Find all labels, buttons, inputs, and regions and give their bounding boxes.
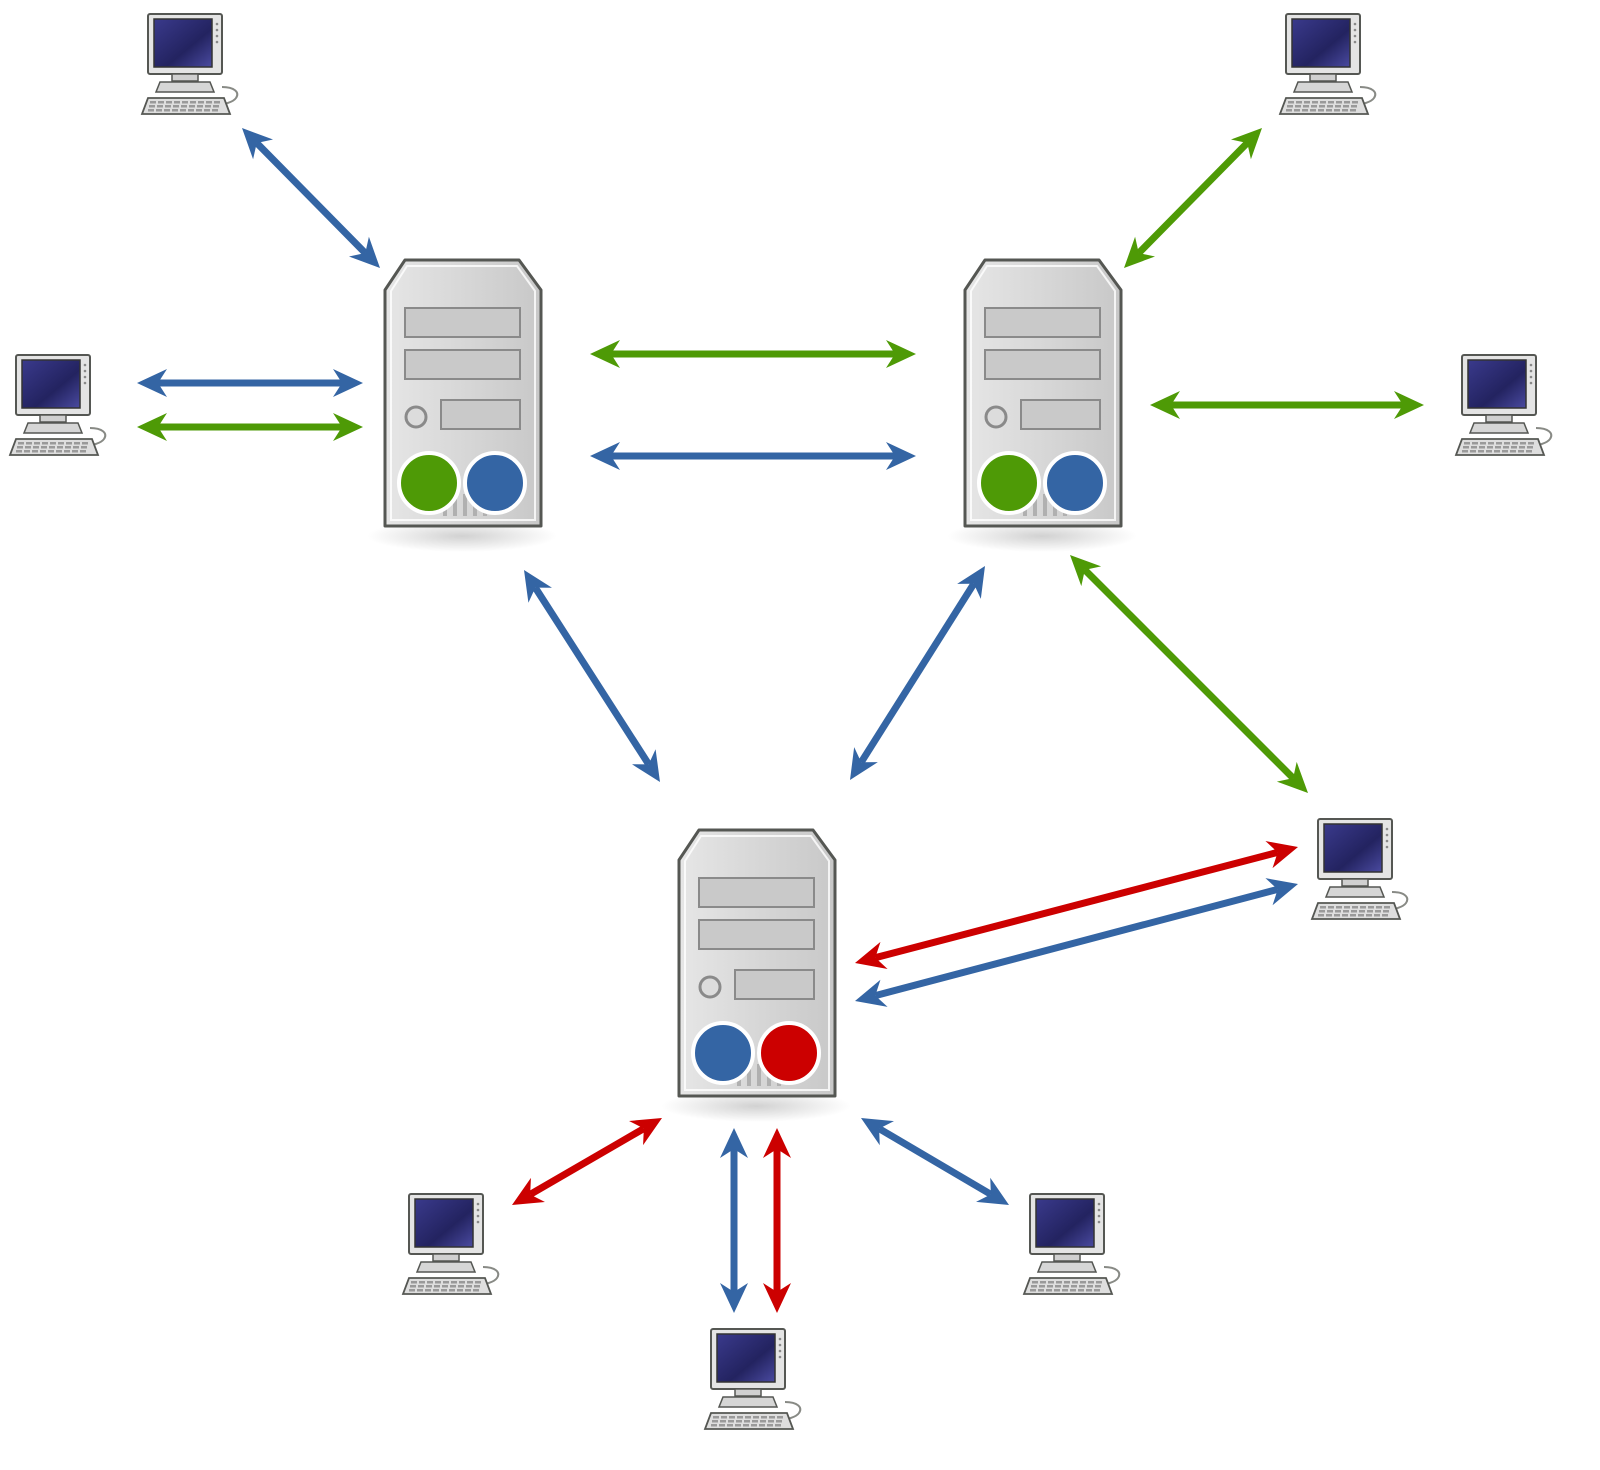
arrow-c2-server-a-blue — [137, 369, 363, 397]
server-bottom-blue-channel-indicator — [691, 1021, 755, 1085]
arrow-c1-server-a-blue — [242, 128, 380, 268]
server-right — [947, 258, 1137, 552]
server-bottom — [661, 828, 851, 1122]
client-top-right — [1278, 13, 1377, 115]
arrow-server-c-c7-blue — [720, 1128, 748, 1313]
arrow-server-b-c5-green — [1070, 555, 1308, 793]
nodes-layer — [8, 13, 1553, 1430]
links-layer — [137, 128, 1424, 1313]
client-mid-right — [1310, 818, 1409, 920]
server-left — [367, 258, 557, 552]
client-bottom-center — [703, 1328, 802, 1430]
server-bottom-red-channel-indicator — [757, 1021, 821, 1085]
arrow-server-b-c4-green — [1150, 391, 1424, 419]
client-bottom-left — [401, 1193, 500, 1295]
client-right — [1454, 354, 1553, 456]
arrow-server-a-server-c-blue — [524, 570, 660, 782]
arrow-server-c-c7-red — [763, 1128, 791, 1313]
server-right-blue-channel-indicator — [1043, 451, 1107, 515]
arrow-server-c-c8-blue — [861, 1118, 1009, 1205]
client-left — [8, 354, 107, 456]
arrow-server-a-server-b-blue — [590, 442, 916, 470]
client-bottom-right — [1022, 1193, 1121, 1295]
client-top-left — [140, 13, 239, 115]
server-left-green-channel-indicator — [397, 451, 461, 515]
arrow-server-c-c5-blue — [855, 878, 1298, 1007]
server-left-blue-channel-indicator — [463, 451, 527, 515]
arrow-c3-server-b-green — [1124, 128, 1262, 268]
arrow-server-c-c6-red — [512, 1118, 662, 1205]
arrow-server-b-server-c-blue — [850, 566, 985, 780]
server-right-green-channel-indicator — [977, 451, 1041, 515]
arrow-server-c-c5-red — [855, 841, 1298, 969]
arrow-server-a-server-b-green — [590, 340, 916, 368]
arrow-c2-server-a-green — [137, 413, 363, 441]
